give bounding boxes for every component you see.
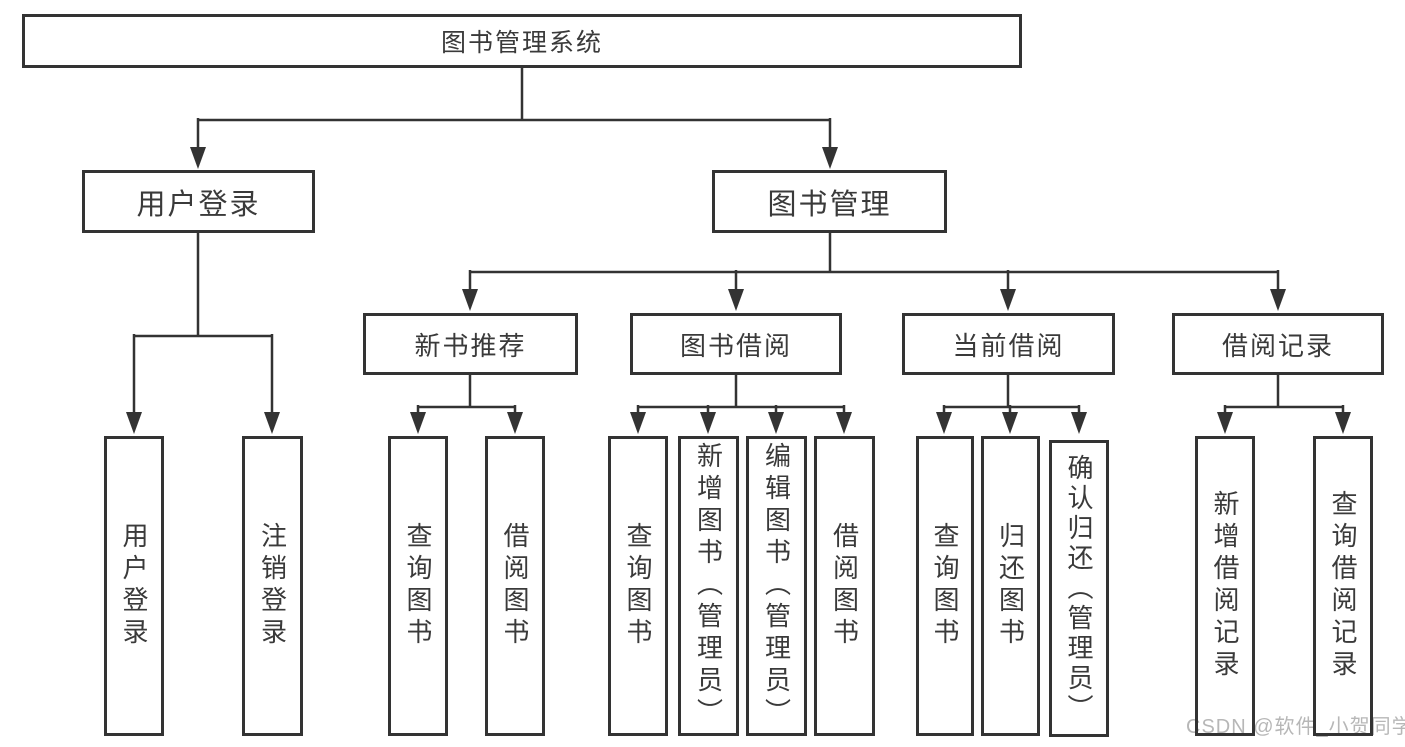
node-new-book-recommend: 新书推荐 (363, 313, 578, 375)
node-borrow-records: 借阅记录 (1172, 313, 1384, 375)
node-user-login: 用户登录 (104, 436, 164, 736)
node-nb-query-books: 查询图书 (388, 436, 448, 736)
node-bb-query-books: 查询图书 (608, 436, 668, 736)
node-bb-borrow-books: 借阅图书 (814, 436, 875, 736)
node-cb-query-books: 查询图书 (916, 436, 974, 736)
node-logout: 注销登录 (242, 436, 303, 736)
node-cb-return-books: 归还图书 (981, 436, 1040, 736)
node-current-borrow: 当前借阅 (902, 313, 1115, 375)
node-br-add-record: 新增借阅记录 (1195, 436, 1255, 736)
node-bb-edit-book-admin: 编辑图书（管理员） (746, 436, 807, 736)
arrowhead-icons (126, 147, 1351, 434)
node-user-login-group: 用户登录 (82, 170, 315, 233)
node-bb-add-book-admin: 新增图书（管理员） (678, 436, 739, 736)
node-br-query-record: 查询借阅记录 (1313, 436, 1373, 736)
node-cb-confirm-return-admin: 确认归还（管理员） (1049, 440, 1109, 737)
node-nb-borrow-books: 借阅图书 (485, 436, 545, 736)
node-root: 图书管理系统 (22, 14, 1022, 68)
node-book-borrow: 图书借阅 (630, 313, 842, 375)
watermark: CSDN @软件_小贺同学 (1186, 716, 1405, 738)
node-book-management-group: 图书管理 (712, 170, 947, 233)
